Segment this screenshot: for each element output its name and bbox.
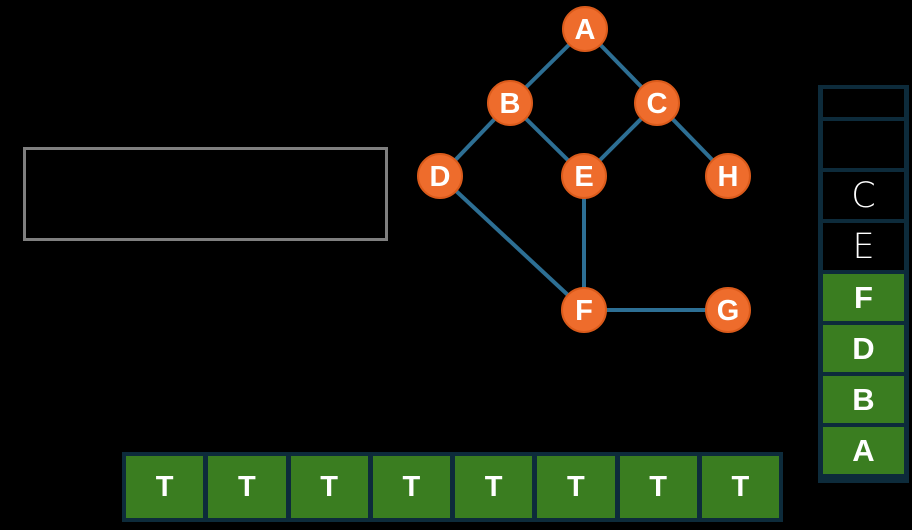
visited-cell-8: T bbox=[701, 456, 779, 518]
visited-cell-7: T bbox=[619, 456, 697, 518]
node-H-label: H bbox=[718, 161, 739, 193]
visited-cell-1: T bbox=[126, 456, 204, 518]
node-G-circle bbox=[705, 287, 751, 333]
stack-slot-a: A bbox=[823, 423, 904, 474]
graph-node-A: A bbox=[562, 6, 608, 52]
node-H-circle bbox=[705, 153, 751, 199]
node-D-circle bbox=[417, 153, 463, 199]
node-B-label: B bbox=[500, 88, 521, 120]
stack-slot-f: F bbox=[823, 270, 904, 321]
graph-node-C: C bbox=[634, 80, 680, 126]
graph-node-E: E bbox=[561, 153, 607, 199]
edge-D-F bbox=[438, 174, 586, 312]
visited-cell-2: T bbox=[208, 456, 286, 518]
stack-slot-empty bbox=[823, 117, 904, 168]
node-D-label: D bbox=[430, 161, 451, 193]
visited-cell-5: T bbox=[455, 456, 533, 518]
visited-cell-4: T bbox=[372, 456, 450, 518]
visited-row: T T T T T T T T bbox=[122, 452, 783, 522]
graph-node-H: H bbox=[705, 153, 751, 199]
node-F-label: F bbox=[575, 295, 593, 327]
node-A-circle bbox=[562, 6, 608, 52]
visited-cell-6: T bbox=[537, 456, 615, 518]
graph-node-D: D bbox=[417, 153, 463, 199]
node-C-circle bbox=[634, 80, 680, 126]
node-E-circle bbox=[561, 153, 607, 199]
stack-slot-empty-top bbox=[823, 85, 904, 117]
node-C-label: C bbox=[647, 88, 668, 120]
node-A-label: A bbox=[575, 14, 596, 46]
graph-node-F: F bbox=[561, 287, 607, 333]
node-G-label: G bbox=[717, 295, 740, 327]
stack-slot-c: C bbox=[823, 168, 904, 219]
visited-cell-3: T bbox=[290, 456, 368, 518]
stack: C E F D B A bbox=[818, 85, 909, 483]
stack-slot-d: D bbox=[823, 321, 904, 372]
stack-slot-e: E bbox=[823, 219, 904, 270]
graph-node-G: G bbox=[705, 287, 751, 333]
graph-node-B: B bbox=[487, 80, 533, 126]
node-E-label: E bbox=[574, 161, 593, 193]
info-box bbox=[23, 147, 388, 241]
stack-slot-b: B bbox=[823, 372, 904, 423]
node-B-circle bbox=[487, 80, 533, 126]
node-F-circle bbox=[561, 287, 607, 333]
